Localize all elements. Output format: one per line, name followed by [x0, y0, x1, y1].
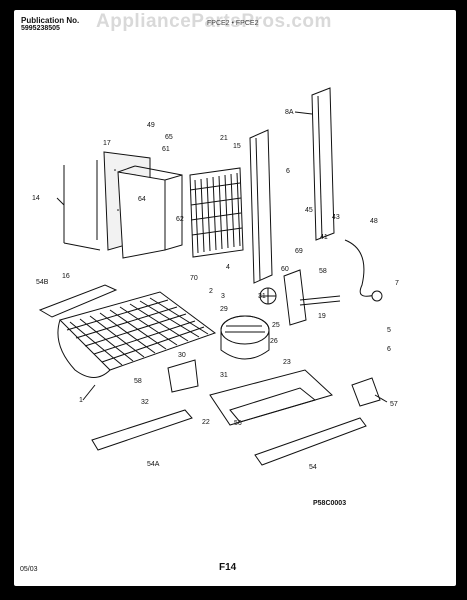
- publication-label: Publication No.: [21, 16, 80, 25]
- callout-label: 21: [220, 135, 228, 142]
- publication-number: 5995238505: [21, 25, 60, 32]
- callout-label: 69: [295, 248, 303, 255]
- callout-label: 45: [305, 207, 313, 214]
- callout-label: 58: [319, 268, 327, 275]
- drawing-number: P58C0003: [313, 500, 347, 507]
- callout-label: 31: [258, 293, 266, 300]
- callout-label: 5: [387, 327, 391, 334]
- bracket-54b: [38, 284, 118, 318]
- callout-label: 1: [79, 397, 83, 404]
- callout-label: 25: [272, 322, 280, 329]
- evaporator-coil: [57, 291, 217, 378]
- wire-harness: [344, 239, 376, 297]
- fan-shroud: [283, 269, 307, 326]
- compressor: [220, 315, 270, 360]
- callout-label: 61: [162, 146, 170, 153]
- callout-label: 64: [138, 196, 146, 203]
- callout-label: 6: [286, 168, 290, 175]
- callout-label: 30: [178, 352, 186, 359]
- callout-label: 57: [390, 401, 398, 408]
- callout-label: 17: [103, 140, 111, 147]
- callout-label: 16: [62, 273, 70, 280]
- grille-54a: [91, 409, 193, 451]
- callout-label: 54B: [36, 279, 49, 286]
- callout-label: 7: [395, 280, 399, 287]
- callout-labels: 49 17 65 21 15 8A 6 14 64 61 62 45 43 48…: [32, 109, 399, 471]
- callout-label: 2: [209, 288, 213, 295]
- callout-label: 29: [220, 306, 228, 313]
- callout-label: 41: [320, 234, 328, 241]
- watermark: AppliancePartsPros.com: [96, 11, 332, 32]
- callout-label: 54: [309, 464, 317, 471]
- callout-label: 22: [202, 419, 210, 426]
- callout-label: 32: [141, 399, 149, 406]
- callout-label: 26: [270, 338, 278, 345]
- callout-label: 14: [32, 195, 40, 202]
- revision-date: 05/03: [20, 566, 38, 573]
- callout-label: 43: [332, 214, 340, 221]
- callout-label: 31: [220, 372, 228, 379]
- callout-label: 19: [318, 313, 326, 320]
- callout-label: 60: [281, 266, 289, 273]
- callout-label: 8A: [285, 109, 294, 116]
- side-strip: [249, 129, 273, 284]
- callout-label: 3: [221, 293, 225, 300]
- callout-label: 62: [176, 216, 184, 223]
- grille-54: [254, 417, 367, 466]
- callout-label: 4: [226, 264, 230, 271]
- callout-label: 23: [283, 359, 291, 366]
- callout-label: 70: [190, 275, 198, 282]
- drain-pan-assembly: [117, 165, 183, 259]
- callout-label: 56: [234, 420, 242, 427]
- page-number: F14: [219, 562, 237, 573]
- rear-strip: [311, 87, 335, 241]
- callout-label: 48: [370, 218, 378, 225]
- callout-label: 54A: [147, 461, 160, 468]
- part-57: [351, 377, 381, 407]
- callout-label: 15: [233, 143, 241, 150]
- model-list: FPCE2 • FPCE2: [207, 20, 259, 27]
- condenser: [189, 167, 244, 258]
- callout-label: 6: [387, 346, 391, 353]
- relay-bracket: [167, 359, 199, 393]
- callout-label: 58: [134, 378, 142, 385]
- callout-label: 49: [147, 122, 155, 129]
- callout-label: 65: [165, 134, 173, 141]
